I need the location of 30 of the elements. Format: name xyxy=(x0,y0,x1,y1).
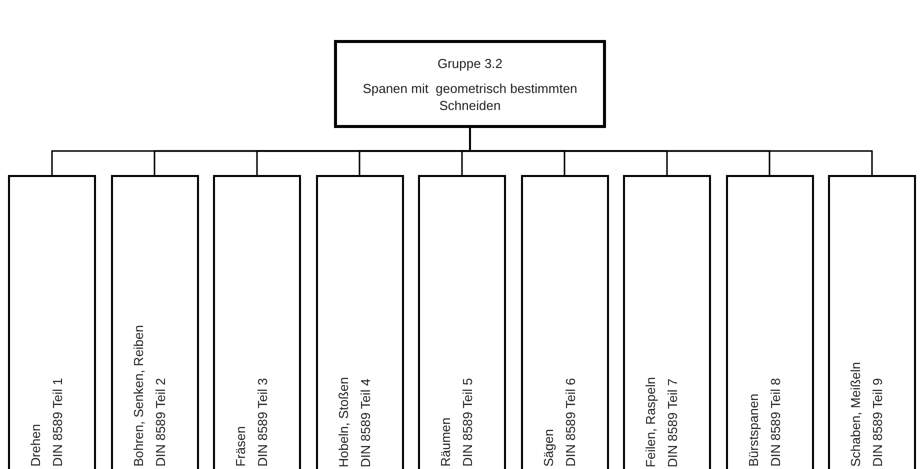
process-name: Feilen, Raspeln xyxy=(643,376,659,467)
group-description: Spanen mit geometrisch bestimmten Schneiden xyxy=(362,80,578,114)
standard-reference: DIN 8589 Teil 5 xyxy=(460,378,476,467)
process-box xyxy=(623,175,711,469)
standard-reference: DIN 8589 Teil 2 xyxy=(152,377,168,467)
standard-reference: DIN 8589 Teil 4 xyxy=(358,377,374,467)
standard-reference: DIN 8589 Teil 9 xyxy=(870,377,886,467)
process-box xyxy=(316,175,404,469)
process-name: Bohren, Senken, Reiben xyxy=(130,325,146,467)
process-name: Bürstspanen xyxy=(746,393,762,467)
process-box xyxy=(8,175,96,469)
process-box xyxy=(828,175,916,469)
process-name: Räumen xyxy=(438,416,454,467)
standard-reference: DIN 8589 Teil 7 xyxy=(665,377,681,467)
standard-reference: DIN 8589 Teil 3 xyxy=(255,378,271,467)
process-name: Fräsen xyxy=(233,426,249,467)
group-title: Gruppe 3.2 xyxy=(436,54,504,72)
standard-reference: DIN 8589 Teil 1 xyxy=(50,378,66,467)
process-box xyxy=(520,175,608,469)
process-name: Hobeln, Stoßen xyxy=(336,376,352,467)
standard-reference: DIN 8589 Teil 8 xyxy=(768,378,784,467)
process-box xyxy=(213,175,301,469)
group-box xyxy=(334,40,606,128)
process-name: Drehen xyxy=(28,423,44,467)
process-name: Schaben, Meißeln xyxy=(848,362,864,467)
process-name: Sägen xyxy=(540,428,556,467)
process-box xyxy=(110,175,198,469)
process-box xyxy=(726,175,814,469)
standard-reference: DIN 8589 Teil 6 xyxy=(562,378,578,467)
process-box xyxy=(418,175,506,469)
